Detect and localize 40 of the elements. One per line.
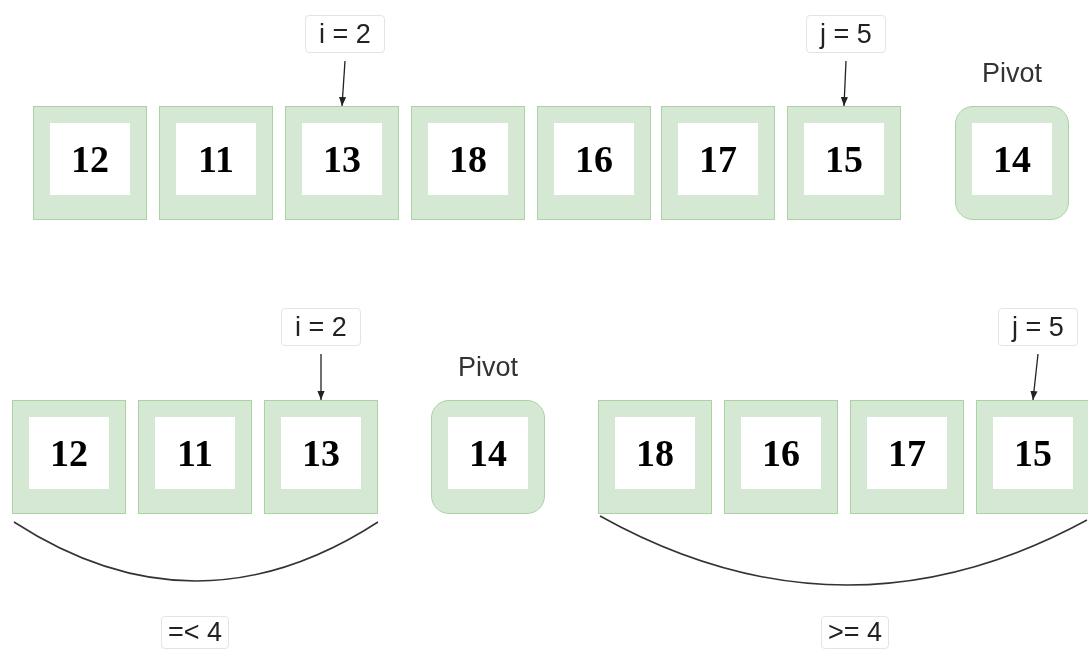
arrow (317, 353, 325, 401)
number-value: 15 (825, 137, 863, 181)
pivot-heading: Pivot (981, 58, 1043, 89)
number-value: 11 (177, 431, 213, 475)
number-value: 11 (198, 137, 234, 181)
array-cell (411, 106, 525, 220)
pointer-label: j = 5 (998, 308, 1078, 346)
number-value: 14 (993, 137, 1031, 181)
array-cell (661, 106, 775, 220)
number-value: 14 (469, 431, 507, 475)
array-cell (850, 400, 964, 514)
number-value: 12 (71, 137, 109, 181)
arrow (840, 60, 848, 107)
number-value: 16 (575, 137, 613, 181)
array-cell (12, 400, 126, 514)
pivot-heading: Pivot (457, 352, 519, 383)
array-cell (787, 106, 901, 220)
number-value: 12 (50, 431, 88, 475)
array-cell (264, 400, 378, 514)
array-cell (598, 400, 712, 514)
array-cell (33, 106, 147, 220)
number-value: 17 (888, 431, 926, 475)
array-cell (976, 400, 1088, 514)
number-value: 15 (1014, 431, 1052, 475)
array-cell (724, 400, 838, 514)
number-value: 13 (323, 137, 361, 181)
arrow (1030, 353, 1039, 401)
number-value: 16 (762, 431, 800, 475)
number-value: 13 (302, 431, 340, 475)
number-value: 18 (636, 431, 674, 475)
number-value: 17 (699, 137, 737, 181)
array-cell (159, 106, 273, 220)
array-cell (138, 400, 252, 514)
number-value: 18 (449, 137, 487, 181)
pointer-label: j = 5 (806, 15, 886, 53)
array-cell (537, 106, 651, 220)
pointer-label: i = 2 (281, 308, 361, 346)
arrow (339, 60, 347, 107)
pointer-label: i = 2 (305, 15, 385, 53)
array-cell (285, 106, 399, 220)
